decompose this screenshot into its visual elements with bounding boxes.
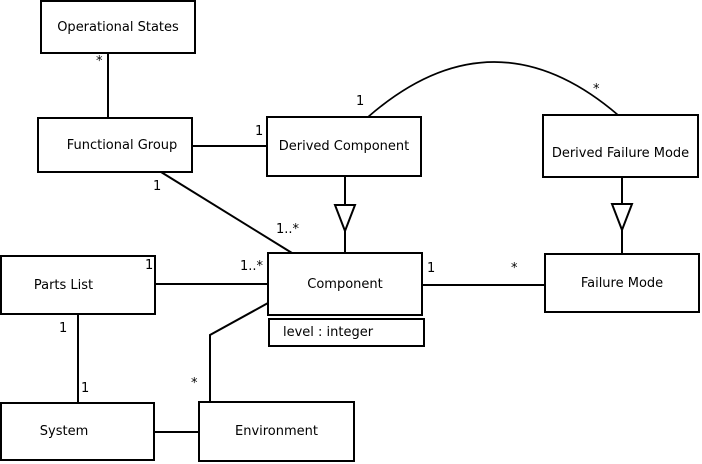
multiplicity-partslist-system-top: 1: [59, 321, 68, 336]
class-box-system: System: [0, 402, 155, 461]
class-attribute-box-component: level : integer: [268, 318, 425, 347]
class-box-environment: Environment: [198, 401, 355, 462]
class-label-environment: Environment: [234, 424, 318, 439]
multiplicity-arc-derivedcomponent: 1: [356, 94, 365, 109]
class-label-functional-group: Functional Group: [66, 137, 178, 153]
class-box-functional-group: Functional Group: [37, 117, 193, 173]
multiplicity-component-failuremode-many: *: [511, 261, 518, 276]
class-label-operational-states: Operational States: [57, 19, 179, 35]
class-box-derived-component: Derived Component: [266, 116, 422, 177]
multiplicity-functionalgroup-component-one: 1: [153, 179, 162, 194]
generalization-triangle-failuremode: [610, 203, 634, 233]
edge-environment-component: [209, 302, 269, 401]
multiplicity-partslist-component-many: 1..*: [240, 259, 264, 274]
class-box-derived-failure-mode: Derived Failure Mode: [542, 114, 699, 178]
class-label-system: System: [39, 424, 89, 439]
class-label-component: Component: [307, 276, 383, 292]
multiplicity-component-failuremode-one: 1: [427, 261, 436, 276]
class-label-parts-list: Parts List: [33, 277, 94, 293]
class-box-component: Component: [267, 252, 423, 316]
class-label-derived-component: Derived Component: [278, 139, 410, 154]
multiplicity-arc-derivedfailuremode: *: [593, 82, 600, 97]
class-label-failure-mode: Failure Mode: [580, 275, 664, 291]
multiplicity-functionalgroup-component-many: 1..*: [276, 222, 300, 237]
multiplicity-partslist-component-one: 1: [145, 258, 154, 273]
generalization-triangle-component: [333, 204, 357, 234]
multiplicity-functionalgroup-derivedcomponent: 1: [255, 124, 264, 139]
class-box-parts-list: Parts List: [0, 255, 156, 315]
class-box-failure-mode: Failure Mode: [544, 253, 700, 313]
multiplicity-environment-component: *: [191, 376, 198, 391]
class-box-operational-states: Operational States: [40, 0, 196, 54]
edge-functionalgroup-component: [160, 171, 293, 254]
multiplicity-partslist-system-bottom: 1: [81, 381, 90, 396]
multiplicity-operationalstates-functionalgroup: *: [96, 54, 103, 69]
class-attribute-level: level : integer: [283, 325, 374, 340]
class-label-derived-failure-mode: Derived Failure Mode: [551, 145, 690, 161]
edge-derivedcomponent-derivedfailuremode-arc: [367, 61, 619, 118]
